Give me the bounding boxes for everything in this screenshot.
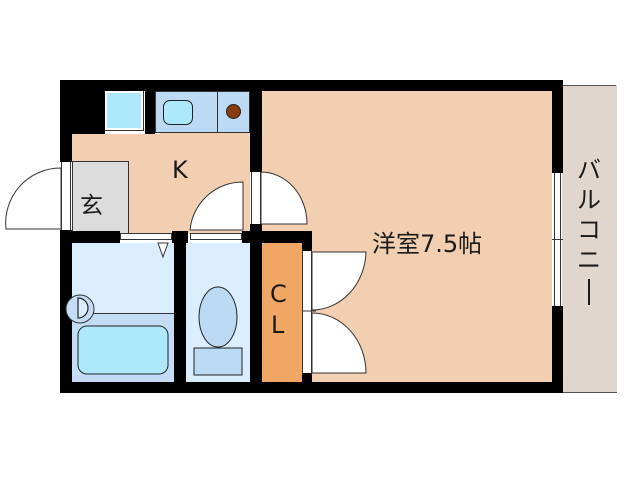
closet-label-c: C xyxy=(270,280,287,308)
closet-door-swing-lower xyxy=(311,312,367,374)
entrance-floor xyxy=(72,161,129,234)
wall-closet-right-top xyxy=(302,231,312,251)
sink-icon xyxy=(163,100,193,125)
balcony-char: ル xyxy=(577,186,601,214)
counter-divider xyxy=(217,91,218,133)
balcony-area xyxy=(562,85,617,393)
toilet-door-opening[interactable] xyxy=(190,233,242,240)
refrigerator-icon xyxy=(104,90,144,131)
wall-kitchen-room-lower xyxy=(250,224,262,393)
wall-right-lower xyxy=(552,306,563,393)
toilet-door-swing xyxy=(189,181,244,231)
closet-door-frame[interactable] xyxy=(302,251,312,373)
room-door-swing xyxy=(260,171,308,225)
wall-bath-toilet xyxy=(174,231,186,393)
balcony-char xyxy=(588,279,590,305)
closet-floor xyxy=(262,243,302,383)
balcony-label: バ ル コ ニ xyxy=(576,155,602,305)
wall-right-upper xyxy=(552,80,563,173)
toilet-tank-icon xyxy=(193,347,243,376)
wall-closet-right-bottom xyxy=(302,373,312,393)
balcony-char: バ xyxy=(577,156,601,184)
window-mullion xyxy=(552,239,563,240)
balcony-char: ニ xyxy=(577,246,601,274)
stove-burner-icon xyxy=(226,104,241,119)
balcony-outer-line xyxy=(616,85,617,391)
closet-door-swing-upper xyxy=(311,251,367,311)
closet-label-l: L xyxy=(271,311,285,339)
toilet-bowl-icon xyxy=(198,286,238,348)
balcony-char: コ xyxy=(577,216,601,244)
bath-door-marker xyxy=(157,242,169,259)
kitchen-label: K xyxy=(172,156,188,184)
kitchen-floor-upper xyxy=(160,130,250,140)
western-room-label: 洋室7.5帖 xyxy=(372,230,483,258)
wall-counter-divider xyxy=(145,80,155,134)
entrance-label: 玄 xyxy=(80,193,103,219)
wall-corner-block xyxy=(60,80,105,134)
wall-kitchen-room-upper xyxy=(250,80,262,172)
wall-top xyxy=(60,80,563,91)
bathtub-icon xyxy=(77,325,169,375)
wall-mid-horizontal xyxy=(60,231,120,243)
wall-mid-horizontal3 xyxy=(242,231,312,243)
bathroom-door-opening[interactable] xyxy=(120,233,172,240)
entrance-door-swing xyxy=(5,167,62,230)
